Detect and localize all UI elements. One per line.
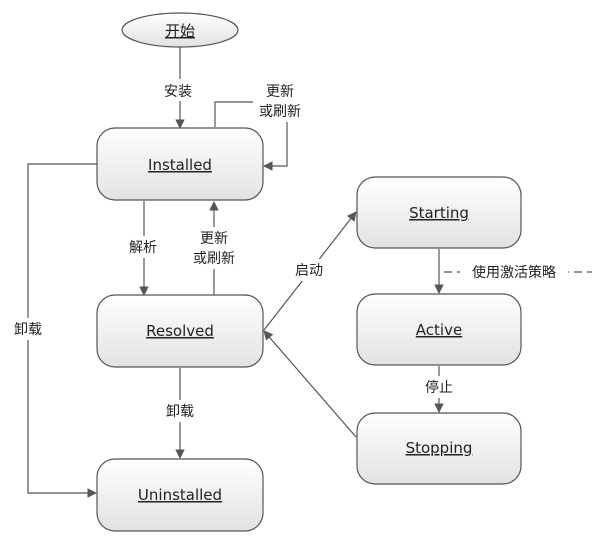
label-bg	[289, 259, 329, 281]
label-install: 安装	[164, 84, 192, 100]
label-bg	[159, 79, 197, 101]
node-start-label: 开始	[165, 22, 195, 40]
label-bg	[419, 376, 459, 398]
label-update-top-1: 更新	[266, 84, 294, 100]
label-bg	[124, 236, 162, 258]
edge-stopping-resolved	[263, 330, 357, 438]
node-start[interactable]: 开始	[121, 12, 239, 48]
node-installed-label: Installed	[148, 156, 212, 174]
label-start: 启动	[295, 263, 323, 279]
label-uninstall-left: 卸载	[14, 322, 42, 338]
label-activation-policy: 使用激活策略	[472, 264, 556, 281]
label-update-mid-2: 或刷新	[193, 251, 235, 267]
node-starting-label: Starting	[409, 204, 469, 222]
node-stopping-label: Stopping	[406, 439, 473, 457]
label-bg	[253, 80, 309, 122]
label-bg	[186, 227, 244, 269]
node-resolved[interactable]: Resolved	[96, 294, 264, 368]
node-installed[interactable]: Installed	[96, 127, 264, 201]
label-resolve: 解析	[129, 240, 157, 256]
label-bg	[8, 318, 48, 340]
node-active[interactable]: Active	[356, 293, 522, 366]
label-bg	[460, 261, 568, 283]
node-stopping[interactable]: Stopping	[356, 412, 522, 485]
node-active-label: Active	[416, 321, 462, 339]
label-bg	[160, 400, 200, 422]
label-update-top-2: 或刷新	[259, 104, 301, 120]
node-resolved-label: Resolved	[146, 322, 214, 340]
label-update-mid-1: 更新	[200, 231, 228, 247]
nodes: 开始 Installed Resolved Uninstalled Starti…	[96, 12, 522, 532]
node-uninstalled[interactable]: Uninstalled	[96, 458, 264, 532]
label-uninstall-center: 卸载	[166, 404, 194, 420]
node-uninstalled-label: Uninstalled	[138, 486, 222, 504]
label-stop: 停止	[425, 379, 453, 396]
edge-labels: 安装 更新 或刷新 解析 更新 或刷新 卸载 卸载 启动 使用激活策略 停止	[8, 79, 568, 422]
node-starting[interactable]: Starting	[356, 176, 522, 249]
